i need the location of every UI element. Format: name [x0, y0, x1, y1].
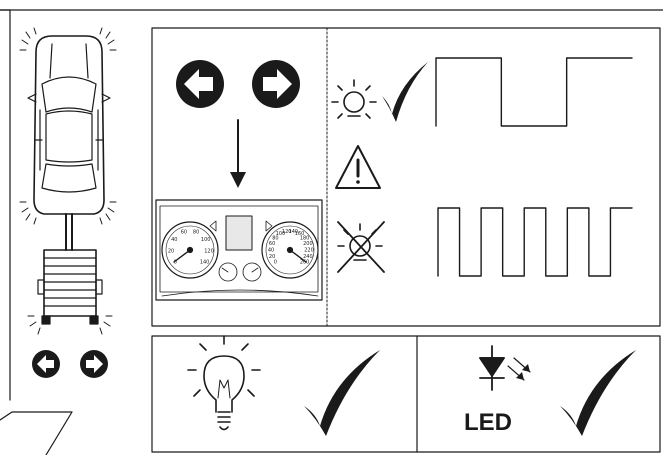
car-rear-left-flash: [19, 201, 37, 225]
tow-bar: [65, 213, 73, 251]
led-diode-icon: [479, 345, 531, 391]
trailer-left-flash: [27, 315, 41, 335]
trailer-icon: [37, 249, 103, 325]
indicator-lamp-ok-icon: [331, 79, 377, 119]
car-front-right-flash: [99, 27, 117, 51]
turn-left-icon: [176, 60, 224, 108]
car-rear-right-flash: [99, 201, 117, 225]
checkmark-icon: [382, 62, 428, 122]
gauge-tick-label: 140: [200, 260, 210, 266]
gauge-tick-label: 40: [171, 237, 177, 243]
gauge-tick-label: 240: [303, 254, 313, 260]
checkmark-icon: [304, 350, 380, 436]
page-corner-mark: [0, 411, 73, 455]
light-bulb-icon: [187, 335, 261, 431]
turn-right-icon: [80, 350, 108, 378]
outer-frame: [0, 9, 663, 401]
gauge-tick-label: 200: [303, 241, 313, 247]
normal-flash-signal: [435, 57, 633, 127]
car-top-view-icon: [27, 35, 111, 215]
arrow-down-icon: [230, 119, 246, 188]
fast-flash-signal: [437, 207, 633, 277]
bulb-check-panel-frame: [151, 335, 661, 453]
gauge-tick-label: 260: [300, 260, 310, 266]
gauge-tick-label: 80: [193, 230, 199, 236]
gauge-tick-label: 120: [204, 248, 214, 254]
gauge-tick-label: 180: [300, 235, 310, 241]
turn-right-icon: [252, 60, 300, 108]
indicator-panel-frame: [151, 27, 661, 327]
gauge-tick-label: 100: [276, 231, 286, 237]
checkmark-icon: [560, 350, 636, 436]
gauge-tick-label: 140: [289, 229, 299, 235]
led-label: LED: [464, 409, 512, 436]
gauge-tick-label: 60: [269, 241, 275, 247]
gauge-tick-label: 80: [272, 235, 278, 241]
car-front-left-flash: [19, 27, 37, 51]
gauge-tick-label: 160: [295, 231, 305, 237]
gauge-tick-label: 0: [274, 260, 277, 266]
turn-left-icon: [32, 350, 60, 378]
gauge-tick-label: 120: [282, 229, 292, 235]
gauge-tick-label: 40: [268, 248, 274, 254]
gauge-tick-label: 220: [304, 248, 314, 254]
gauge-tick-label: 60: [181, 230, 187, 236]
instrument-cluster: [155, 199, 323, 301]
trailer-right-flash: [99, 315, 113, 335]
gauge-tick-label: 0: [174, 260, 177, 266]
warning-triangle-icon: [335, 145, 381, 189]
gauge-tick-label: 100: [201, 237, 211, 243]
indicator-lamp-failed-icon: [337, 221, 385, 273]
gauge-tick-label: 20: [269, 254, 275, 260]
gauge-tick-label: 20: [168, 248, 174, 254]
